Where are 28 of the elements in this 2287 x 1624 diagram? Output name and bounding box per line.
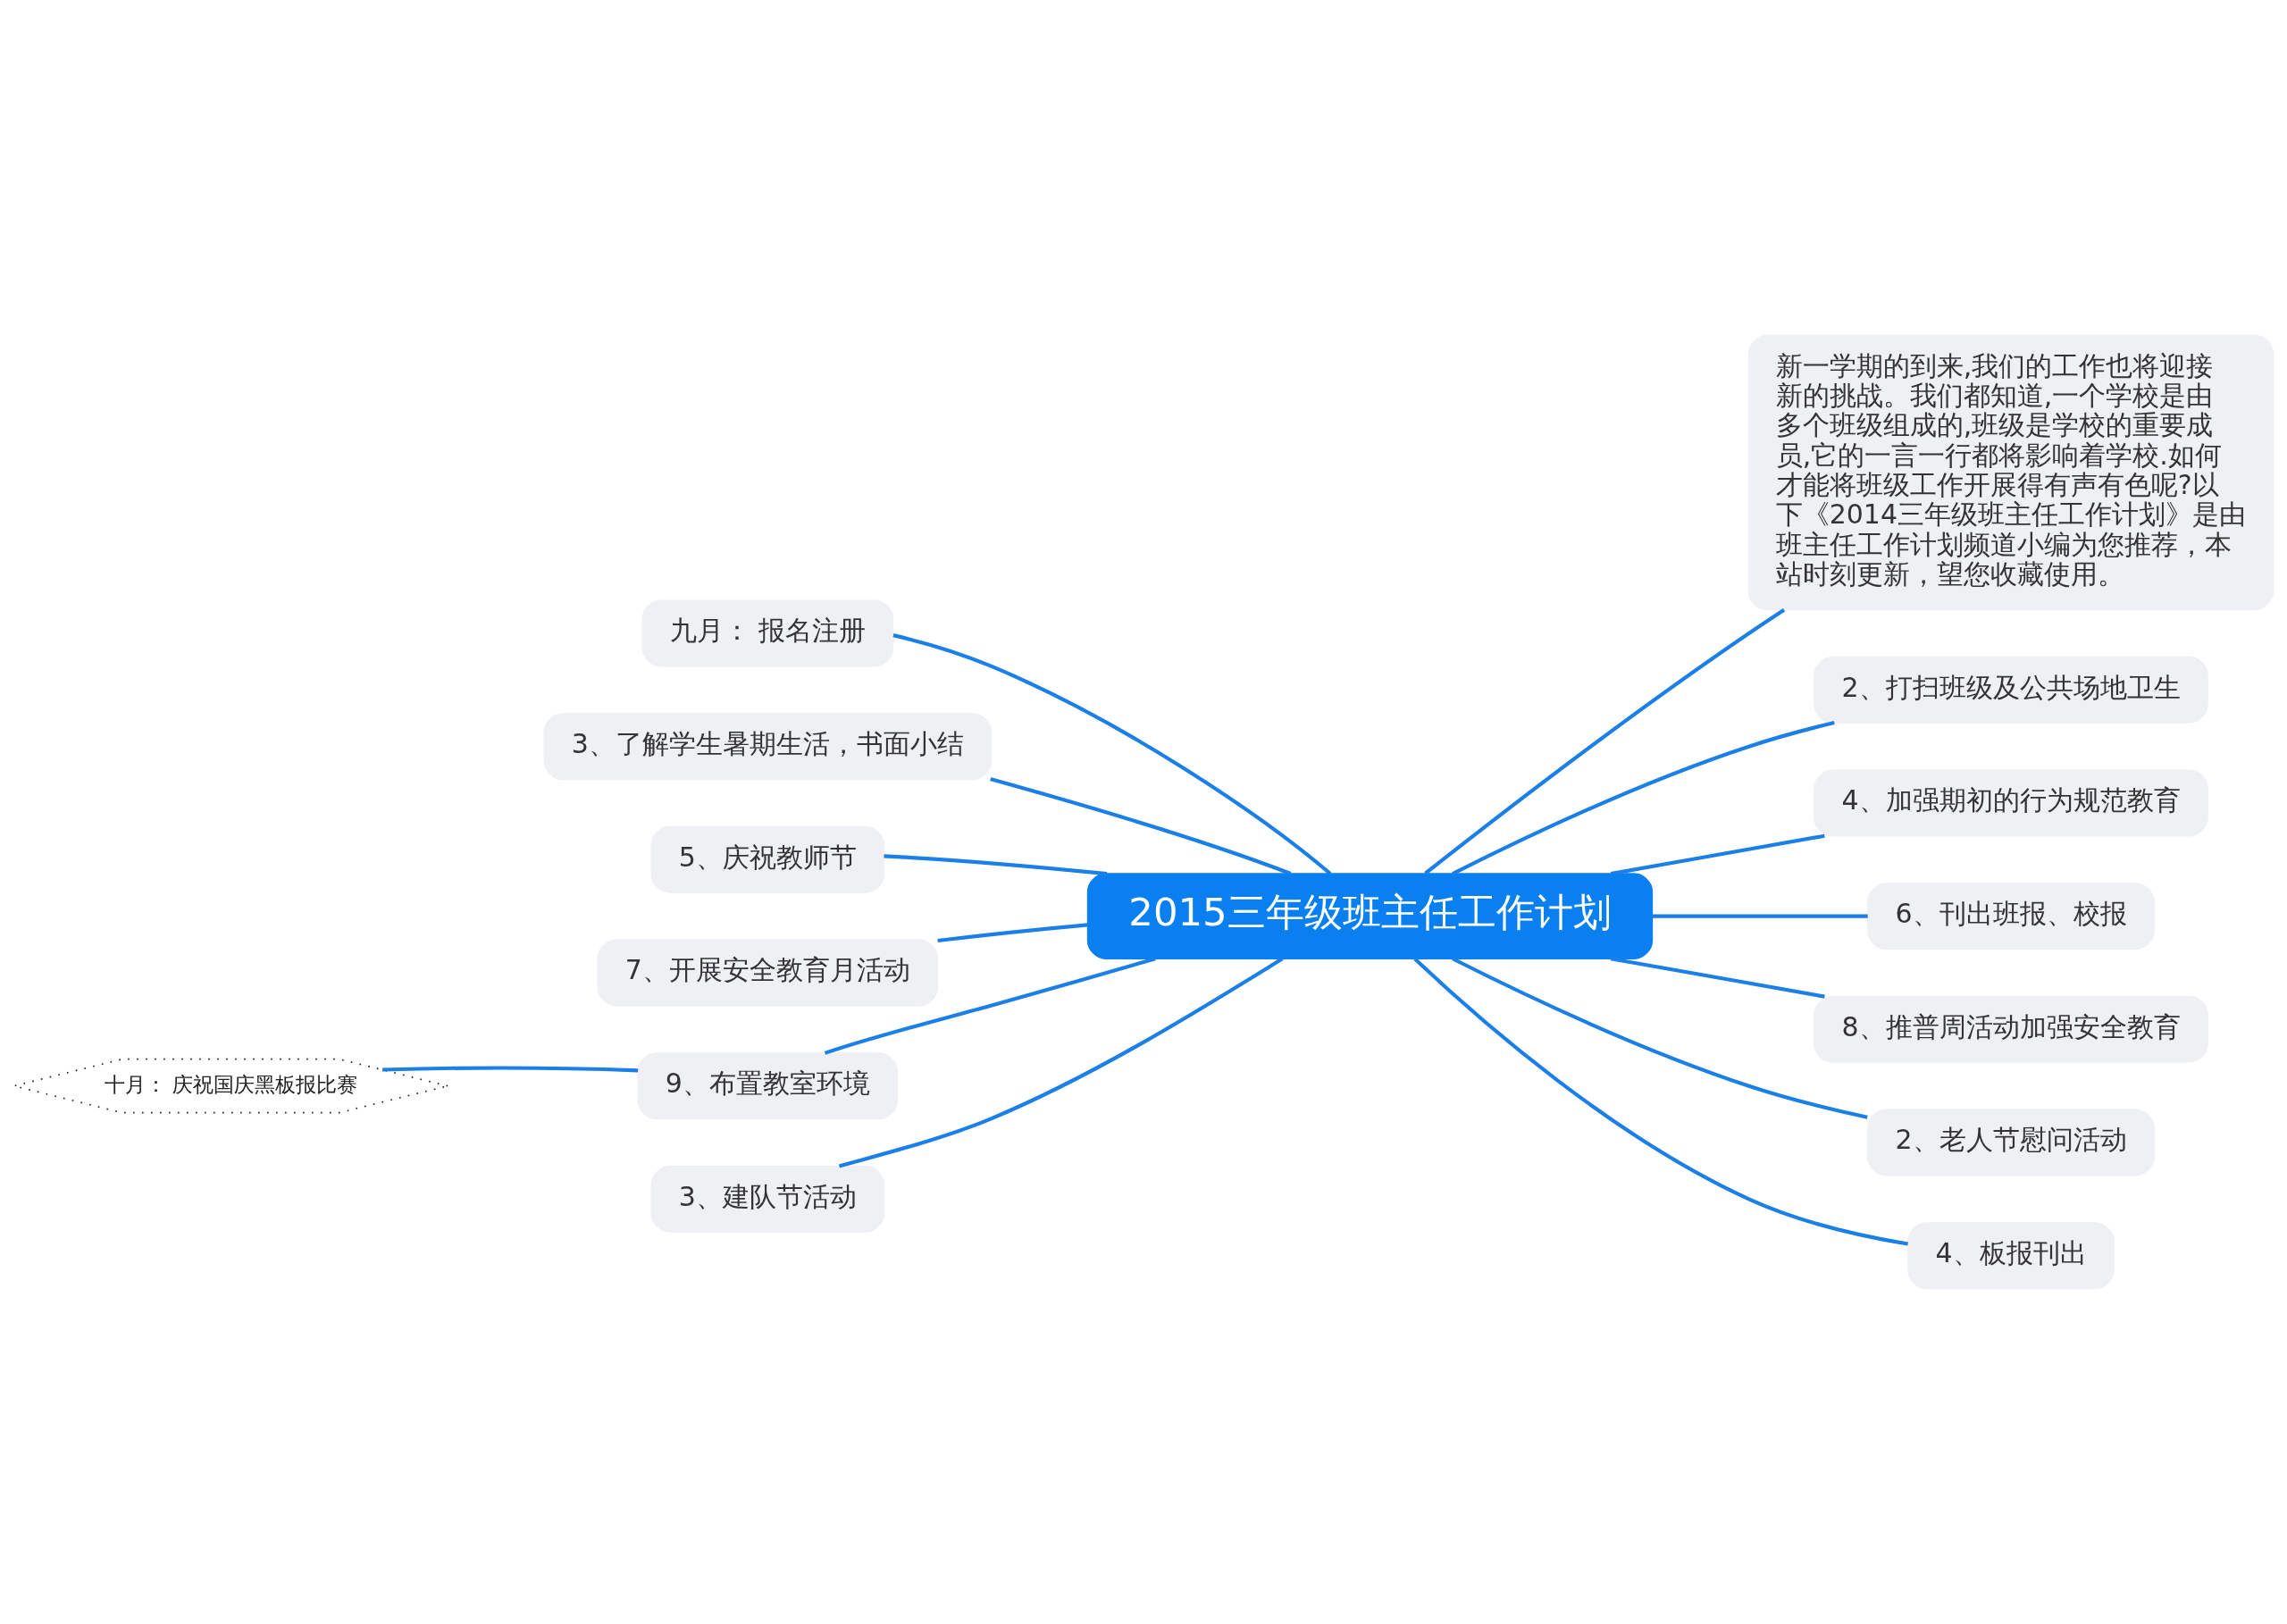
node-box: 9、布置教室环境 bbox=[637, 1052, 899, 1120]
connector bbox=[1424, 607, 1786, 875]
connector bbox=[382, 1066, 639, 1073]
node-box: 8、推普周活动加强安全教育 bbox=[1814, 995, 2208, 1063]
node-box: 3、了解学生暑期生活，书面小结 bbox=[543, 713, 993, 781]
connector bbox=[1610, 957, 1825, 999]
node-box: 5、庆祝教师节 bbox=[650, 825, 885, 893]
node-box: 新一学期的到来,我们的工作也将迎接新的挑战。我们都知道,一个学校是由多个班级组成的,班级是学校的重要成员,它的一言一行都将影响着学校.如何才能将班级工作开展得有声有色呢?以下《2014三年级班主任工作计划》是由班主任工作计划频道小编为您推荐，本站时刻更新，望您收藏使用。 bbox=[1747, 334, 2274, 611]
node-box: 7、开展安全教育月活动 bbox=[597, 939, 939, 1007]
connector bbox=[989, 777, 1292, 875]
node-box: 2015三年级班主任工作计划 bbox=[1086, 873, 1654, 959]
node-box: 九月： 报名注册 bbox=[641, 599, 894, 667]
connector bbox=[1610, 833, 1825, 876]
connector bbox=[937, 923, 1088, 943]
connector bbox=[1452, 720, 1835, 875]
node-box: 2、老人节慰问活动 bbox=[1867, 1109, 2155, 1176]
node-box: 2、打扫班级及公共场地卫生 bbox=[1814, 656, 2208, 724]
connector bbox=[1452, 957, 1868, 1119]
connector bbox=[838, 957, 1284, 1168]
connector bbox=[1413, 958, 1908, 1246]
node-box: 6、刊出班报、校报 bbox=[1867, 883, 2155, 950]
connector bbox=[884, 854, 1108, 876]
node-box: 4、板报刊出 bbox=[1907, 1222, 2115, 1290]
connector bbox=[892, 633, 1332, 875]
node-box: 3、建队节活动 bbox=[650, 1165, 885, 1233]
node-box: 4、加强期初的行为规范教育 bbox=[1814, 769, 2208, 837]
connector bbox=[1652, 914, 1868, 918]
connector bbox=[824, 957, 1156, 1055]
